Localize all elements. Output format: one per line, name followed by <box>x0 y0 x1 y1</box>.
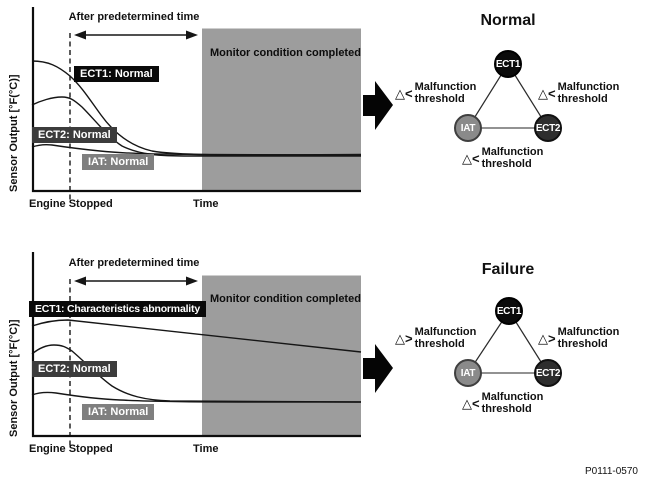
threshold-text-line2: threshold <box>557 337 608 350</box>
threshold-label-left: △< Malfunction threshold <box>395 81 477 105</box>
threshold-symbol-icon: △< <box>462 151 480 166</box>
iat-curve-tag: IAT: Normal <box>82 154 155 170</box>
curve-iat-top <box>31 143 362 156</box>
threshold-text: Malfunction threshold <box>481 391 544 415</box>
time-axis-label: Time <box>193 198 219 210</box>
node-ect2-label: ECT2 <box>535 122 561 134</box>
monitor-condition-label: Monitor condition completed <box>210 293 361 305</box>
threshold-label-right: △> Malfunction threshold <box>538 326 620 350</box>
after-predetermined-time-label: After predetermined time <box>68 257 200 269</box>
engine-stopped-label: Engine Stopped <box>29 443 113 455</box>
threshold-text: Malfunction threshold <box>557 81 620 105</box>
figure-code: P0111-0570 <box>584 466 638 477</box>
ect1-curve-tag: ECT1: Characteristics abnormality <box>29 301 206 317</box>
y-axis-label: Sensor Output [°F(°C)] <box>8 74 20 192</box>
threshold-text: Malfunction threshold <box>414 326 477 350</box>
threshold-symbol-icon: △< <box>538 86 556 101</box>
threshold-text-line2: threshold <box>414 337 465 350</box>
threshold-text-line2: threshold <box>414 92 465 105</box>
result-title-normal: Normal <box>480 12 536 29</box>
threshold-text-line1: Malfunction <box>414 326 477 338</box>
node-ect1: ECT1 <box>494 50 522 78</box>
node-ect1-label: ECT1 <box>496 305 522 317</box>
threshold-text-line2: threshold <box>557 92 608 105</box>
threshold-text-line1: Malfunction <box>557 81 620 93</box>
node-ect2-label: ECT2 <box>535 367 561 379</box>
threshold-text: Malfunction threshold <box>414 81 477 105</box>
threshold-text-line1: Malfunction <box>481 146 544 158</box>
threshold-text-line1: Malfunction <box>481 391 544 403</box>
ect2-curve-tag: ECT2: Normal <box>32 127 117 143</box>
ect2-curve-tag: ECT2: Normal <box>32 361 117 377</box>
threshold-label-left: △> Malfunction threshold <box>395 326 477 350</box>
engine-stopped-label: Engine Stopped <box>29 198 113 210</box>
monitor-region-bottom <box>202 275 361 437</box>
node-ect1-label: ECT1 <box>495 58 521 70</box>
threshold-label-bottom: △< Malfunction threshold <box>462 146 544 170</box>
predetermined-time-arrow-top <box>74 30 198 40</box>
curve-ect2-bottom <box>31 344 362 403</box>
node-iat: IAT <box>454 114 482 142</box>
iat-curve-tag: IAT: Normal <box>82 404 155 420</box>
node-ect2: ECT2 <box>534 114 562 142</box>
y-axis-label: Sensor Output [°F(°C)] <box>8 319 20 437</box>
node-ect2: ECT2 <box>534 359 562 387</box>
threshold-symbol-icon: △< <box>462 396 480 411</box>
node-iat: IAT <box>454 359 482 387</box>
time-axis-label: Time <box>193 443 219 455</box>
threshold-text-line2: threshold <box>481 402 532 415</box>
threshold-text: Malfunction threshold <box>557 326 620 350</box>
threshold-symbol-icon: △> <box>395 331 413 346</box>
threshold-label-right: △< Malfunction threshold <box>538 81 620 105</box>
predetermined-time-arrow-bottom <box>74 276 198 286</box>
threshold-symbol-icon: △> <box>538 331 556 346</box>
after-predetermined-time-label: After predetermined time <box>68 11 200 23</box>
curve-ect1-bottom <box>31 319 362 353</box>
threshold-text-line1: Malfunction <box>414 81 477 93</box>
monitor-condition-label: Monitor condition completed <box>210 47 361 59</box>
node-iat-label: IAT <box>460 122 476 134</box>
threshold-symbol-icon: △< <box>395 86 413 101</box>
monitor-region-top <box>202 28 361 192</box>
flow-arrow-icon-top <box>363 81 393 130</box>
flow-arrow-icon-bottom <box>363 344 393 393</box>
curve-iat-bottom <box>31 391 361 403</box>
threshold-text-line2: threshold <box>481 157 532 170</box>
threshold-text-line1: Malfunction <box>557 326 620 338</box>
node-ect1: ECT1 <box>495 297 523 325</box>
node-iat-label: IAT <box>460 367 476 379</box>
threshold-text: Malfunction threshold <box>481 146 544 170</box>
result-title-failure: Failure <box>481 261 535 278</box>
graph-axes-top <box>31 7 361 193</box>
ect1-curve-tag: ECT1: Normal <box>74 66 159 82</box>
threshold-label-bottom: △< Malfunction threshold <box>462 391 544 415</box>
